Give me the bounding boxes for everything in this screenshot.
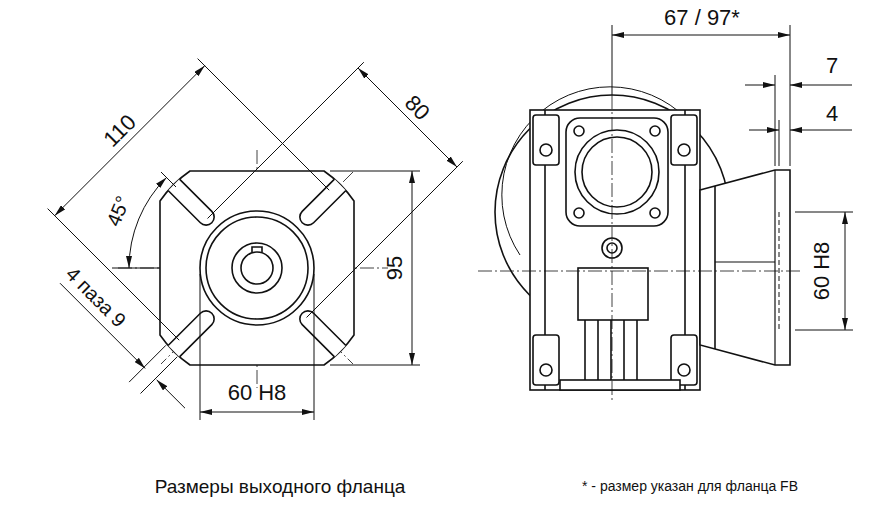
mounting-boss xyxy=(533,115,559,165)
bore-circle xyxy=(241,252,273,284)
cooling-fin xyxy=(623,320,625,380)
dimension-line xyxy=(200,412,314,413)
bolt-hole xyxy=(650,208,660,218)
flange-hub-edge xyxy=(714,186,716,349)
extension-line xyxy=(112,268,160,269)
keyway xyxy=(252,247,262,253)
dimension-value: 7 xyxy=(826,55,838,77)
center-line xyxy=(612,95,613,402)
gearbox-body xyxy=(530,110,700,390)
mounting-hole xyxy=(678,364,690,376)
flange-slot xyxy=(300,179,346,225)
extension-line xyxy=(795,330,853,331)
dimension-line xyxy=(745,85,775,86)
center-line xyxy=(161,172,353,364)
flange-outline xyxy=(160,171,354,365)
mounting-hole xyxy=(540,364,552,376)
dimension-line xyxy=(790,85,852,86)
input-flange xyxy=(566,118,668,226)
bolt-hole xyxy=(574,208,584,218)
center-line xyxy=(161,172,353,364)
extension-line xyxy=(314,274,315,420)
flange-rib xyxy=(715,261,775,262)
angle-value: 45° xyxy=(103,193,133,229)
dimension-line xyxy=(790,130,852,131)
cooling-fin xyxy=(610,320,612,380)
dimension-value: 60 H8 xyxy=(228,382,287,404)
extension-line xyxy=(208,62,364,218)
dimension-line xyxy=(845,212,846,330)
extension-line xyxy=(141,357,178,394)
extension-line xyxy=(161,172,176,187)
extension-line xyxy=(330,171,420,172)
mounting-boss xyxy=(533,335,559,385)
dimension-value: 110 xyxy=(100,111,140,151)
bolt-hole xyxy=(574,126,584,136)
cooling-fin xyxy=(597,320,599,380)
spigot-circle xyxy=(200,211,314,325)
dimension-line xyxy=(55,66,205,216)
cooling-fin xyxy=(584,320,586,380)
dimension-line xyxy=(157,380,185,408)
extension-line xyxy=(200,274,201,420)
dimension-line xyxy=(412,171,413,365)
mounting-boss xyxy=(671,115,697,165)
base-strip xyxy=(560,380,680,390)
mounting-boss xyxy=(671,335,697,385)
extension-line xyxy=(198,59,330,191)
hidden-bore xyxy=(779,212,780,330)
bolt-hole xyxy=(650,126,660,136)
output-flange xyxy=(700,170,790,365)
dimension-line xyxy=(612,35,790,36)
dimension-value: 80 xyxy=(401,92,434,125)
extension-line xyxy=(795,212,853,213)
mounting-hole xyxy=(540,144,552,156)
extension-line xyxy=(790,25,791,166)
extension-line xyxy=(307,161,463,317)
dimension-line xyxy=(358,68,457,167)
extension-line xyxy=(775,75,776,166)
extension-line xyxy=(779,120,780,166)
flange-face-edge xyxy=(774,170,775,365)
input-bore-inner xyxy=(582,137,652,207)
dimension-value: 60 H8 xyxy=(811,242,833,301)
angle-arc xyxy=(129,178,167,269)
center-line xyxy=(478,271,802,272)
hub-circle xyxy=(232,243,282,293)
cooling-fin xyxy=(636,320,638,380)
footnote: * - размер указан для фланца FB xyxy=(582,479,798,493)
input-bore xyxy=(575,130,659,214)
dimension-value: 95 xyxy=(384,256,406,280)
extension-line xyxy=(48,209,180,341)
flange-slot xyxy=(168,311,214,357)
spigot-inner-circle xyxy=(206,217,308,319)
extension-line xyxy=(129,345,166,382)
caption: Размеры выходного фланца xyxy=(155,477,406,496)
dimension-value: 4 xyxy=(826,103,838,125)
dimension-line xyxy=(749,130,779,131)
dimension-value: 67 / 97* xyxy=(664,7,740,29)
lower-block xyxy=(578,268,648,320)
mounting-hole xyxy=(678,144,690,156)
extension-line xyxy=(330,365,420,366)
slot-callout: 4 паза 9 xyxy=(62,263,129,330)
